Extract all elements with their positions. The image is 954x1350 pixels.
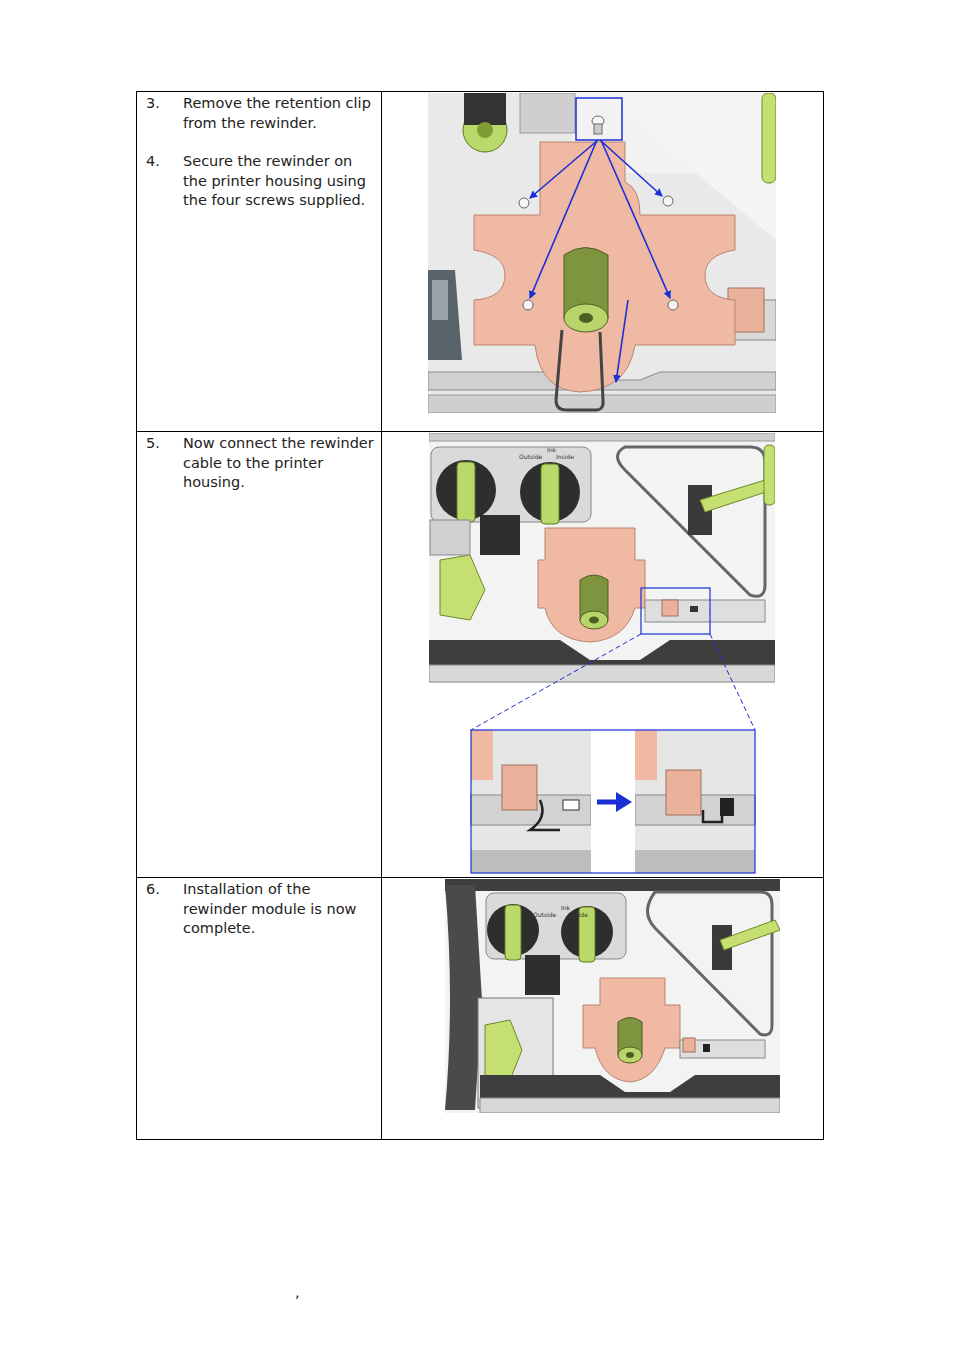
step-text: Installation of the rewinder module is n… xyxy=(183,880,375,939)
panel-label: Ink xyxy=(561,904,570,911)
step-text: Secure the rewinder on the printer housi… xyxy=(183,152,375,211)
step-text: Now connect the rewinder cable to the pr… xyxy=(183,434,375,493)
step-number: 5. xyxy=(146,434,160,454)
panel-label: Outside xyxy=(519,453,542,460)
completed-installation-illustration xyxy=(445,879,780,1113)
step-number: 3. xyxy=(146,94,160,114)
stray-mark: , xyxy=(295,1283,300,1303)
step-text: Remove the retention clip from the rewin… xyxy=(183,94,375,133)
table-grid xyxy=(137,92,824,1140)
panel-label: Ink xyxy=(547,446,556,453)
step-number: 4. xyxy=(146,152,160,172)
step-number: 6. xyxy=(146,880,160,900)
zoom-callout xyxy=(471,634,755,873)
panel-label: Inside xyxy=(570,911,588,918)
cable-connection-illustration xyxy=(429,433,775,683)
panel-label: Inside xyxy=(556,453,574,460)
panel-label: Outside xyxy=(533,911,556,918)
rewinder-mount-illustration xyxy=(428,93,776,413)
